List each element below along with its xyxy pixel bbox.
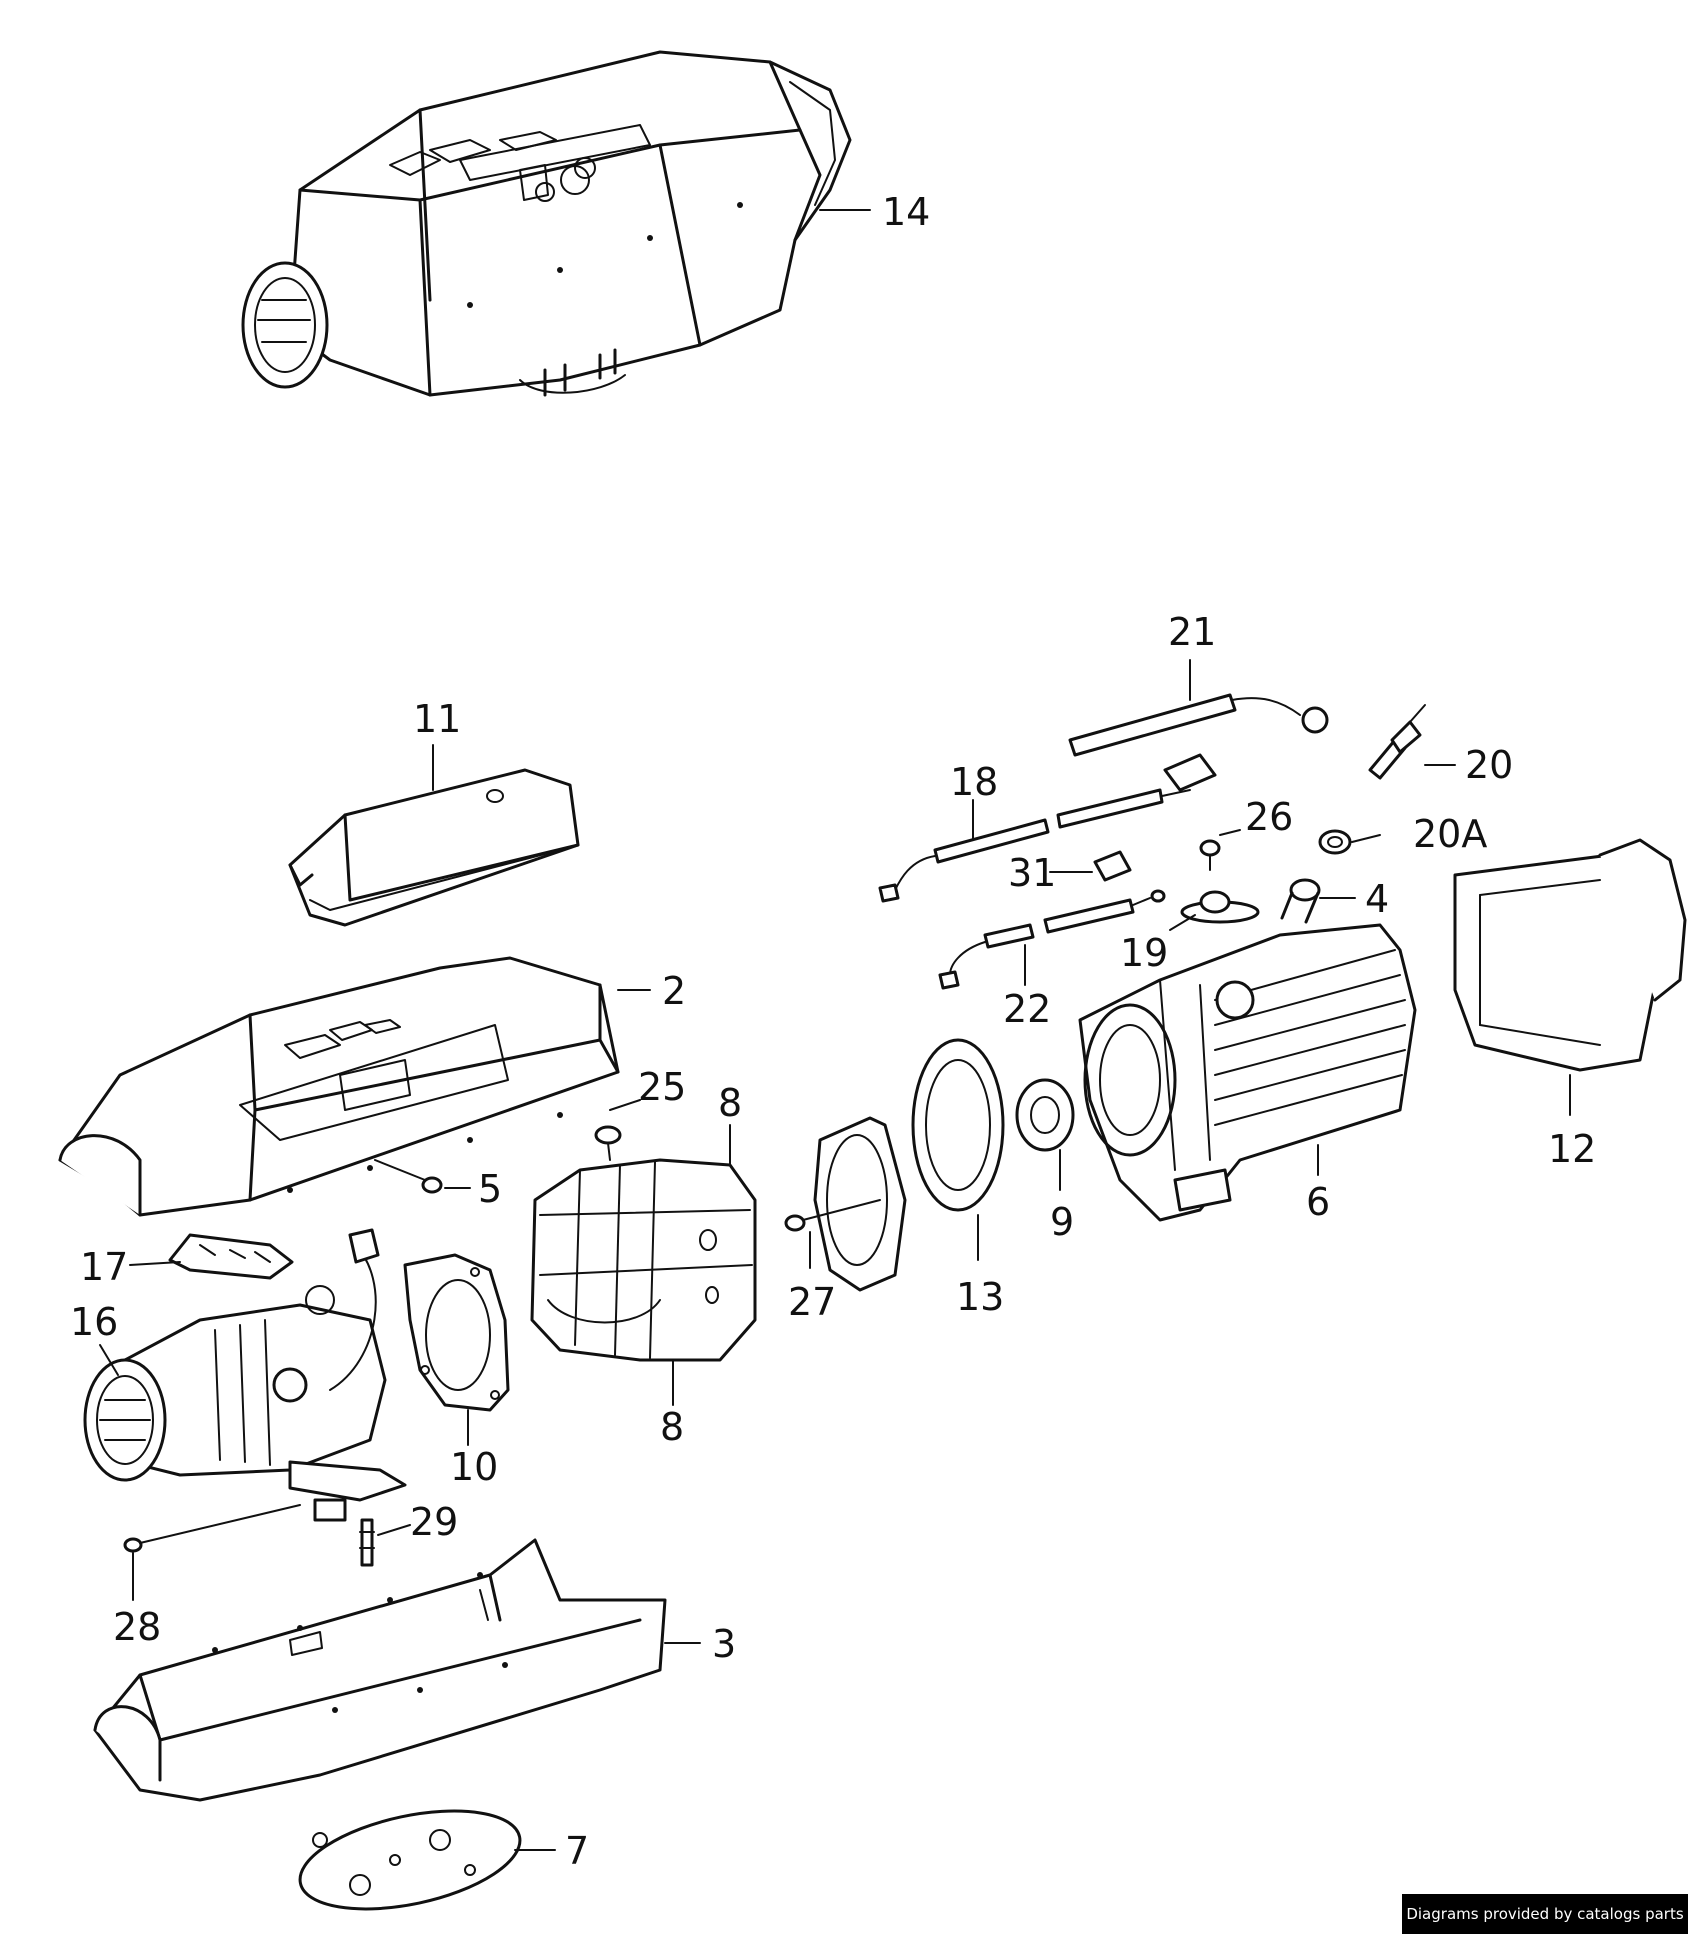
callout-18: 18	[950, 760, 998, 804]
part-6-heat-exchanger	[1078, 923, 1417, 1222]
part-19-overheat-sensor	[1180, 890, 1260, 924]
callout-14: 14	[882, 190, 930, 234]
callout-3: 3	[712, 1622, 736, 1666]
leader-20a	[1351, 834, 1381, 843]
callout-16: 16	[70, 1300, 118, 1344]
part-14-heater-assembly	[241, 50, 852, 397]
callout-13: 13	[956, 1275, 1004, 1319]
callout-8-upper: 8	[718, 1081, 742, 1125]
part-29-fuel-pipe	[359, 1518, 375, 1567]
leader-19	[1169, 914, 1196, 931]
part-4-sleeve	[1280, 878, 1321, 924]
part-5-screw	[374, 1159, 443, 1194]
callout-22: 22	[1003, 987, 1051, 1031]
diagram-credit-banner: Diagrams provided by catalogs parts	[1402, 1894, 1688, 1934]
callout-10: 10	[450, 1445, 498, 1489]
part-12-air-outlet-hood	[1453, 838, 1687, 1072]
leader-26	[1219, 829, 1241, 836]
part-26-screw	[1199, 839, 1221, 871]
callout-19: 19	[1120, 931, 1168, 975]
part-3-lower-housing	[93, 1538, 667, 1802]
callout-8-lower: 8	[660, 1405, 684, 1449]
callout-11: 11	[413, 697, 461, 741]
part-20a-seal-ring	[1318, 829, 1352, 855]
callout-4: 4	[1365, 877, 1389, 921]
callout-31: 31	[1008, 851, 1056, 895]
callout-9: 9	[1050, 1200, 1074, 1244]
part-10-gasket	[403, 1253, 510, 1412]
callout-5: 5	[478, 1167, 502, 1211]
part-16-blower-motor	[83, 1228, 407, 1522]
callout-28: 28	[113, 1605, 161, 1649]
callout-20: 20	[1465, 743, 1513, 787]
part-25-o-ring	[594, 1125, 622, 1161]
part-9-bushing	[1015, 1078, 1075, 1152]
part-22-sensor-cable	[938, 889, 1166, 990]
callout-2: 2	[662, 969, 686, 1013]
callout-27: 27	[788, 1280, 836, 1324]
leader-29	[377, 1524, 411, 1536]
leader-17	[129, 1261, 181, 1266]
callout-7: 7	[565, 1829, 589, 1873]
part-31-clip	[1093, 850, 1132, 882]
part-11-top-cover	[288, 768, 580, 927]
callout-12: 12	[1548, 1127, 1596, 1171]
part-17-control-unit	[168, 1233, 294, 1280]
callout-25: 25	[638, 1065, 686, 1109]
callout-20a: 20A	[1413, 812, 1487, 856]
part-27-screw	[784, 1116, 907, 1292]
callout-26: 26	[1245, 795, 1293, 839]
callout-labels: 14 11 2 25 8 5 17 16 10 8 29 28 3 7 21 1…	[70, 190, 1596, 1873]
callout-21: 21	[1168, 610, 1216, 654]
leader-16	[99, 1344, 119, 1376]
part-28-screw	[123, 1504, 301, 1553]
part-2-upper-housing	[58, 956, 620, 1217]
callout-17: 17	[80, 1245, 128, 1289]
part-7-mounting-gasket	[298, 1809, 522, 1911]
part-18-wiring-harness	[878, 753, 1217, 903]
leader-25	[609, 1099, 641, 1111]
part-8-heat-exchanger-shells	[530, 1158, 757, 1362]
leader-lines	[99, 209, 1571, 1851]
part-20-glow-plug	[1368, 704, 1426, 780]
callout-29: 29	[410, 1500, 458, 1544]
callout-6: 6	[1306, 1180, 1330, 1224]
part-13-flange-gasket	[911, 1038, 1005, 1212]
part-21-flame-sensor	[1068, 693, 1329, 757]
